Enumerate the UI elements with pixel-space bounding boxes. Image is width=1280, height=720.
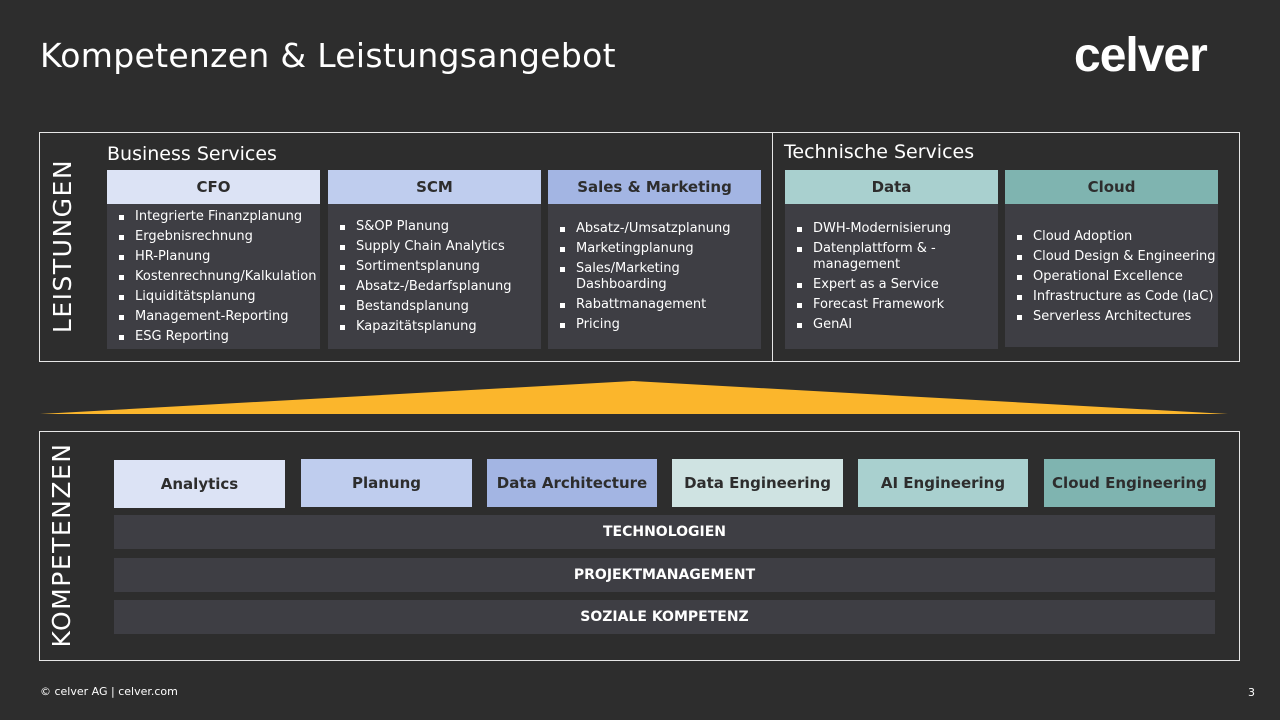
list-item: Absatz-/Bedarfsplanung: [328, 279, 541, 295]
bar-soziale-kompetenz: SOZIALE KOMPETENZ: [114, 600, 1215, 634]
footer-copyright: © celver AG | celver.com: [40, 685, 178, 698]
list-item: Pricing: [548, 317, 761, 333]
list-item: Sortimentsplanung: [328, 259, 541, 275]
cloud-list: Cloud Adoption Cloud Design & Engineerin…: [1005, 229, 1218, 325]
list-item: Absatz-/Umsatzplanung: [548, 221, 761, 237]
list-item: Rabattmanagement: [548, 297, 761, 313]
list-item: Sales/Marketing Dashboarding: [548, 261, 761, 293]
column-head-scm: SCM: [328, 170, 541, 204]
list-item: Integrierte Finanzplanung: [107, 209, 320, 225]
list-item: DWH-Modernisierung: [785, 221, 998, 237]
services-divider: [772, 132, 773, 362]
kompetenzen-frame: [39, 431, 1240, 661]
column-body-sales-marketing: Absatz-/Umsatzplanung Marketingplanung S…: [548, 204, 761, 349]
list-item: S&OP Planung: [328, 219, 541, 235]
list-item: Bestandsplanung: [328, 299, 541, 315]
competency-cloud-engineering: Cloud Engineering: [1044, 459, 1215, 507]
leistungen-label: LEISTUNGEN: [48, 158, 77, 334]
sales-marketing-list: Absatz-/Umsatzplanung Marketingplanung S…: [548, 221, 761, 333]
cfo-list: Integrierte Finanzplanung Ergebnisrechnu…: [107, 209, 320, 345]
competency-data-engineering: Data Engineering: [672, 459, 843, 507]
list-item: Forecast Framework: [785, 297, 998, 313]
list-item: Cloud Adoption: [1005, 229, 1218, 245]
list-item: Expert as a Service: [785, 277, 998, 293]
list-item: HR-Planung: [107, 249, 320, 265]
bar-technologien: TECHNOLOGIEN: [114, 515, 1215, 549]
bar-projektmanagement: PROJEKTMANAGEMENT: [114, 558, 1215, 592]
list-item: Management-Reporting: [107, 309, 320, 325]
column-body-data: DWH-Modernisierung Datenplattform & -man…: [785, 204, 998, 349]
data-list: DWH-Modernisierung Datenplattform & -man…: [785, 221, 998, 333]
column-head-sales-marketing: Sales & Marketing: [548, 170, 761, 204]
list-item: Kostenrechnung/Kalkulation: [107, 269, 320, 285]
list-item: GenAI: [785, 317, 998, 333]
technical-services-title: Technische Services: [784, 141, 975, 163]
list-item: Cloud Design & Engineering: [1005, 249, 1218, 265]
business-services-title: Business Services: [107, 143, 277, 165]
column-body-scm: S&OP Planung Supply Chain Analytics Sort…: [328, 204, 541, 349]
page-title: Kompetenzen & Leistungsangebot: [40, 36, 616, 75]
competency-analytics: Analytics: [114, 460, 285, 508]
list-item: Infrastructure as Code (IaC): [1005, 289, 1218, 305]
competency-planung: Planung: [301, 459, 472, 507]
column-body-cfo: Integrierte Finanzplanung Ergebnisrechnu…: [107, 204, 320, 349]
list-item: Marketingplanung: [548, 241, 761, 257]
page-number: 3: [1248, 686, 1255, 699]
list-item: Operational Excellence: [1005, 269, 1218, 285]
column-head-data: Data: [785, 170, 998, 204]
column-head-cfo: CFO: [107, 170, 320, 204]
celver-logo: celver: [1074, 29, 1208, 82]
list-item: Ergebnisrechnung: [107, 229, 320, 245]
list-item: ESG Reporting: [107, 329, 320, 345]
list-item: Serverless Architectures: [1005, 309, 1218, 325]
foundation-triangle: [40, 381, 1228, 414]
column-head-cloud: Cloud: [1005, 170, 1218, 204]
list-item: Supply Chain Analytics: [328, 239, 541, 255]
column-body-cloud: Cloud Adoption Cloud Design & Engineerin…: [1005, 204, 1218, 347]
list-item: Liquiditätsplanung: [107, 289, 320, 305]
leistungen-frame: [39, 132, 1240, 362]
list-item: Datenplattform & -management: [785, 241, 998, 273]
list-item: Kapazitätsplanung: [328, 319, 541, 335]
competency-ai-engineering: AI Engineering: [858, 459, 1028, 507]
competency-data-architecture: Data Architecture: [487, 459, 657, 507]
scm-list: S&OP Planung Supply Chain Analytics Sort…: [328, 219, 541, 335]
kompetenzen-label: KOMPETENZEN: [47, 442, 76, 648]
